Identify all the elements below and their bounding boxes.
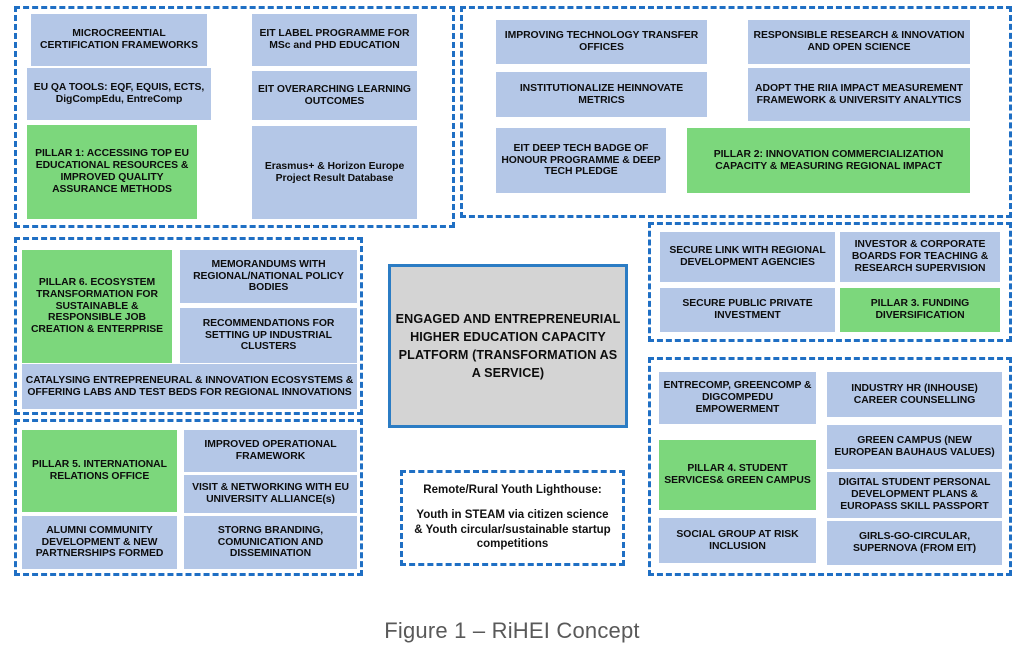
node-responsible-research-innovation-open-science[interactable]: RESPONSIBLE RESEARCH & INNOVATION AND OP… <box>748 20 970 64</box>
node-eu-qa-tools[interactable]: EU QA TOOLS: EQF, EQUIS, ECTS, DigCompEd… <box>27 68 211 120</box>
node-label: SECURE PUBLIC PRIVATE INVESTMENT <box>682 298 813 321</box>
node-recommendations-industrial-clusters[interactable]: RECOMMENDATIONS FOR SETTING UP INDUSTRIA… <box>180 308 357 363</box>
node-eit-deep-tech-badge[interactable]: EIT DEEP TECH BADGE OF HONOUR PROGRAMME … <box>496 128 666 193</box>
node-alumni-community-development[interactable]: ALUMNI COMMUNITY DEVELOPMENT & NEW PARTN… <box>22 516 177 569</box>
node-label: PILLAR 6. ECOSYSTEM TRANSFORMATION FOR S… <box>30 276 164 336</box>
node-secure-link-regional-development-agencies[interactable]: SECURE LINK WITH REGIONAL DEVELOPMENT AG… <box>660 232 835 282</box>
node-visit-networking-eu-university-alliances[interactable]: VISIT & NETWORKING WITH EU UNIVERSITY AL… <box>184 475 357 513</box>
node-label: PILLAR 4. STUDENT SERVICES& GREEN CAMPUS <box>664 463 811 486</box>
node-label: GIRLS-GO-CIRCULAR, SUPERNOVA (FROM EIT) <box>852 531 977 554</box>
node-industry-hr-career-counselling[interactable]: INDUSTRY HR (INHOUSE) CAREER COUNSELLING <box>827 372 1002 417</box>
node-label: SECURE LINK WITH REGIONAL DEVELOPMENT AG… <box>669 245 826 268</box>
node-social-group-at-risk-inclusion[interactable]: SOCIAL GROUP AT RISK INCLUSION <box>659 518 816 563</box>
node-label: INVESTOR & CORPORATE BOARDS FOR TEACHING… <box>851 239 989 274</box>
node-eit-label-programme[interactable]: EIT LABEL PROGRAMME FOR MSc and PHD EDUC… <box>252 14 417 66</box>
node-label: SOCIAL GROUP AT RISK INCLUSION <box>676 528 799 552</box>
node-label: PILLAR 2: INNOVATION COMMERCIALIZATION C… <box>713 148 944 172</box>
node-label: RESPONSIBLE RESEARCH & INNOVATION AND OP… <box>753 30 965 53</box>
section-pillar-3 <box>648 222 1012 342</box>
node-secure-public-private-investment[interactable]: SECURE PUBLIC PRIVATE INVESTMENT <box>660 288 835 332</box>
node-label: EIT LABEL PROGRAMME FOR MSc and PHD EDUC… <box>259 28 410 51</box>
node-label: RECOMMENDATIONS FOR SETTING UP INDUSTRIA… <box>202 317 335 353</box>
node-improving-technology-transfer-offices[interactable]: IMPROVING TECHNOLOGY TRANSFER OFFICES <box>496 20 707 64</box>
node-label: VISIT & NETWORKING WITH EU UNIVERSITY AL… <box>192 482 349 505</box>
node-label: DIGITAL STUDENT PERSONAL DEVELOPMENT PLA… <box>838 477 991 512</box>
section-pillar-1 <box>14 6 455 228</box>
node-label: INSTITUTIONALIZE HEINNOVATE METRICS <box>519 82 684 106</box>
node-strong-branding-communication-dissemination[interactable]: STORNG BRANDING, COMUNICATION AND DISSEM… <box>184 516 357 569</box>
node-label: INDUSTRY HR (INHOUSE) CAREER COUNSELLING <box>851 382 978 406</box>
node-girls-go-circular-supernova[interactable]: GIRLS-GO-CIRCULAR, SUPERNOVA (FROM EIT) <box>827 521 1002 565</box>
section-pillar-4 <box>648 357 1012 576</box>
node-catalysing-entrepreneural-innovation-ecosystems[interactable]: CATALYSING ENTREPRENEURAL & INNOVATION E… <box>22 364 357 409</box>
node-pillar-6[interactable]: PILLAR 6. ECOSYSTEM TRANSFORMATION FOR S… <box>22 250 172 363</box>
remote-rural-youth-lighthouse-callout[interactable]: Remote/Rural Youth Lighthouse: Youth in … <box>400 470 625 566</box>
node-pillar-5[interactable]: PILLAR 5. INTERNATIONAL RELATIONS OFFICE <box>22 430 177 512</box>
node-label: ADOPT THE RIIA IMPACT MEASUREMENT FRAMEW… <box>755 82 963 106</box>
node-label: PILLAR 5. INTERNATIONAL RELATIONS OFFICE <box>32 459 167 482</box>
section-pillar-6 <box>14 237 363 415</box>
node-green-campus-new-european-bauhaus-values[interactable]: GREEN CAMPUS (NEW EUROPEAN BAUHAUS VALUE… <box>827 425 1002 469</box>
node-label: MEMORANDUMS WITH REGIONAL/NATIONAL POLIC… <box>193 258 344 294</box>
node-label: GREEN CAMPUS (NEW EUROPEAN BAUHAUS VALUE… <box>834 435 995 458</box>
node-label: EIT OVERARCHING LEARNING OUTCOMES <box>258 83 411 107</box>
node-label: IMPROVING TECHNOLOGY TRANSFER OFFICES <box>504 30 699 53</box>
node-label: ALUMNI COMMUNITY DEVELOPMENT & NEW PARTN… <box>35 524 164 560</box>
node-label: IMPROVED OPERATIONAL FRAMEWORK <box>204 439 337 462</box>
section-pillar-2 <box>460 6 1012 218</box>
node-erasmus-horizon-project-result-database[interactable]: Erasmus+ & Horizon Europe Project Result… <box>252 126 417 219</box>
node-investor-corporate-boards[interactable]: INVESTOR & CORPORATE BOARDS FOR TEACHING… <box>840 232 1000 282</box>
node-label: EU QA TOOLS: EQF, EQUIS, ECTS, DigCompEd… <box>33 82 205 105</box>
node-label: EIT DEEP TECH BADGE OF HONOUR PROGRAMME … <box>501 142 661 178</box>
hub-label: ENGAGED AND ENTREPRENEURIAL HIGHER EDUCA… <box>395 311 621 381</box>
lighthouse-body: Youth in STEAM via citizen science & You… <box>414 508 611 551</box>
node-label: CATALYSING ENTREPRENEURAL & INNOVATION E… <box>25 374 354 398</box>
node-institutionalize-heinnovate-metrics[interactable]: INSTITUTIONALIZE HEINNOVATE METRICS <box>496 72 707 117</box>
node-eit-overarching-learning-outcomes[interactable]: EIT OVERARCHING LEARNING OUTCOMES <box>252 71 417 120</box>
node-label: MICROCREENTIAL CERTIFICATION FRAMEWORKS <box>40 28 198 51</box>
node-adopt-riia-impact-measurement-framework[interactable]: ADOPT THE RIIA IMPACT MEASUREMENT FRAMEW… <box>748 68 970 121</box>
node-label: STORNG BRANDING, COMUNICATION AND DISSEM… <box>217 524 324 560</box>
node-microcredential-certification-frameworks[interactable]: MICROCREENTIAL CERTIFICATION FRAMEWORKS <box>31 14 207 66</box>
lighthouse-title: Remote/Rural Youth Lighthouse: <box>423 483 602 496</box>
node-label: Erasmus+ & Horizon Europe Project Result… <box>264 160 405 184</box>
central-hub-platform[interactable]: ENGAGED AND ENTREPRENEURIAL HIGHER EDUCA… <box>388 264 628 428</box>
node-label: ENTRECOMP, GREENCOMP & DIGCOMPEDU EMPOWE… <box>663 380 812 415</box>
node-pillar-1[interactable]: PILLAR 1: ACCESSING TOP EU EDUCATIONAL R… <box>27 125 197 219</box>
figure-caption: Figure 1 – RiHEI Concept <box>384 618 640 643</box>
node-improved-operational-framework[interactable]: IMPROVED OPERATIONAL FRAMEWORK <box>184 430 357 472</box>
node-label: PILLAR 3. FUNDING DIVERSIFICATION <box>870 298 970 321</box>
node-entrecomp-greencomp-digcompedu-empowerment[interactable]: ENTRECOMP, GREENCOMP & DIGCOMPEDU EMPOWE… <box>659 372 816 424</box>
node-pillar-2[interactable]: PILLAR 2: INNOVATION COMMERCIALIZATION C… <box>687 128 970 193</box>
node-digital-student-personal-development-plans[interactable]: DIGITAL STUDENT PERSONAL DEVELOPMENT PLA… <box>827 472 1002 518</box>
node-label: PILLAR 1: ACCESSING TOP EU EDUCATIONAL R… <box>35 148 189 195</box>
node-pillar-4[interactable]: PILLAR 4. STUDENT SERVICES& GREEN CAMPUS <box>659 440 816 510</box>
node-pillar-3[interactable]: PILLAR 3. FUNDING DIVERSIFICATION <box>840 288 1000 332</box>
node-memorandums-regional-national-policy-bodies[interactable]: MEMORANDUMS WITH REGIONAL/NATIONAL POLIC… <box>180 250 357 303</box>
section-pillar-5 <box>14 419 363 576</box>
